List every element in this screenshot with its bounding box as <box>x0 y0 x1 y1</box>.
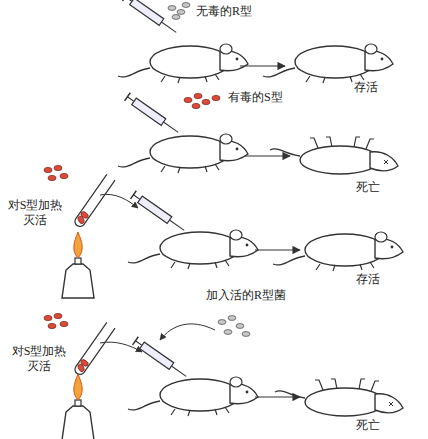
caption-label: 对S型加热 灭活 <box>4 198 66 228</box>
caption-label: 死亡 <box>356 180 380 195</box>
caption-label: 存活 <box>354 80 378 95</box>
caption-label: 有毒的S型 <box>228 90 283 105</box>
caption-label: 加入活的R型菌 <box>206 288 286 303</box>
caption-label: 死亡 <box>356 418 380 433</box>
caption-label: 对S型加热 灭活 <box>8 344 70 374</box>
caption-label: 无毒的R型 <box>196 4 252 19</box>
caption-label: 存活 <box>356 272 380 287</box>
